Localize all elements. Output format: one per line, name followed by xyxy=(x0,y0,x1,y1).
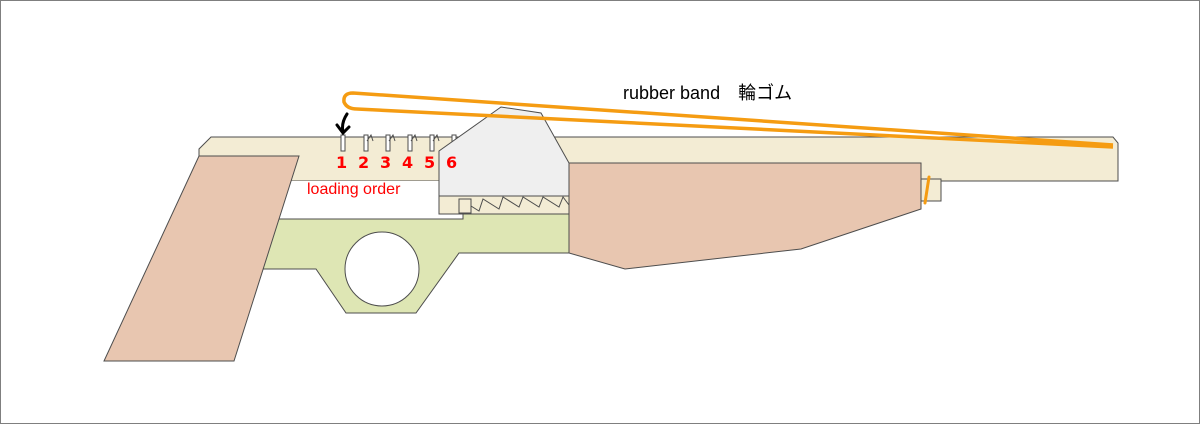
loading-order-label: loading order xyxy=(307,181,401,198)
ratchet-teeth xyxy=(462,195,570,212)
slot xyxy=(281,181,441,219)
rear-knob xyxy=(920,178,942,202)
rubber-band-label: rubber band 輪ゴム xyxy=(623,83,792,103)
notch-numbers: 1 2 3 4 5 6 xyxy=(336,153,457,172)
handle-grip xyxy=(103,155,300,362)
notch-number-4: 4 xyxy=(402,153,413,172)
trigger-hole xyxy=(344,231,420,307)
fore-grip xyxy=(568,162,922,270)
notch-number-1: 1 xyxy=(336,153,347,172)
notch-number-5: 5 xyxy=(424,153,435,172)
notch-number-6: 6 xyxy=(446,153,457,172)
rubber-band xyxy=(342,91,1114,149)
notch-number-3: 3 xyxy=(380,153,391,172)
arrow-icon xyxy=(335,112,351,136)
notch-number-2: 2 xyxy=(358,153,369,172)
